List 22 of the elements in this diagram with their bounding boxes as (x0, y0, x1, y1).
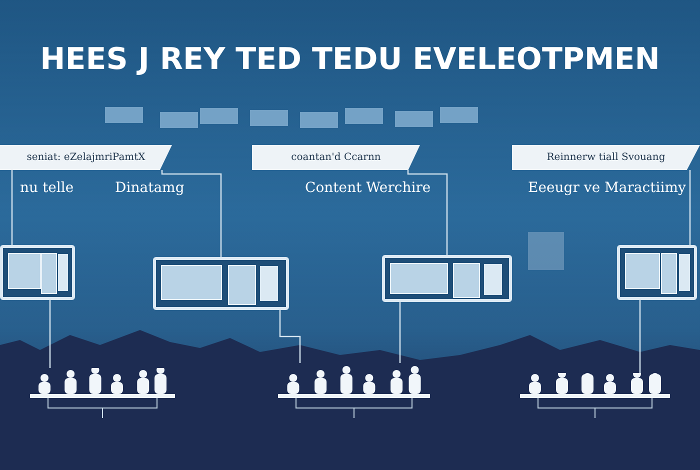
connector-line (11, 170, 13, 245)
banner-label: coantan'd Ccarnn (252, 145, 420, 170)
connector-line (49, 300, 51, 368)
connector-line (689, 170, 691, 245)
monitor-screen (0, 245, 75, 300)
monitor-screen (153, 257, 289, 310)
connector-line (161, 170, 222, 257)
machinery-drawing (278, 363, 430, 420)
banner-label: seniat: eZelajmriPamtX (0, 145, 172, 170)
connector-line (279, 310, 301, 363)
section-heading: Eeeugr ve Maractiimy (528, 180, 686, 196)
section-heading: Content Werchire (305, 180, 431, 196)
section-heading: nu telle (20, 180, 74, 196)
section-heading: Dinatamg (115, 180, 184, 196)
connector-line (407, 170, 448, 255)
machinery-drawing (520, 373, 670, 420)
title: HEES J REY TED TEDU EVELEOTPMEN (39, 42, 661, 77)
machinery-drawing (30, 368, 175, 420)
monitor-screen (617, 245, 697, 300)
banner-label: Reinnerw tiall Svouang (512, 145, 700, 170)
connector-line (399, 302, 401, 363)
monitor-screen (382, 255, 512, 302)
